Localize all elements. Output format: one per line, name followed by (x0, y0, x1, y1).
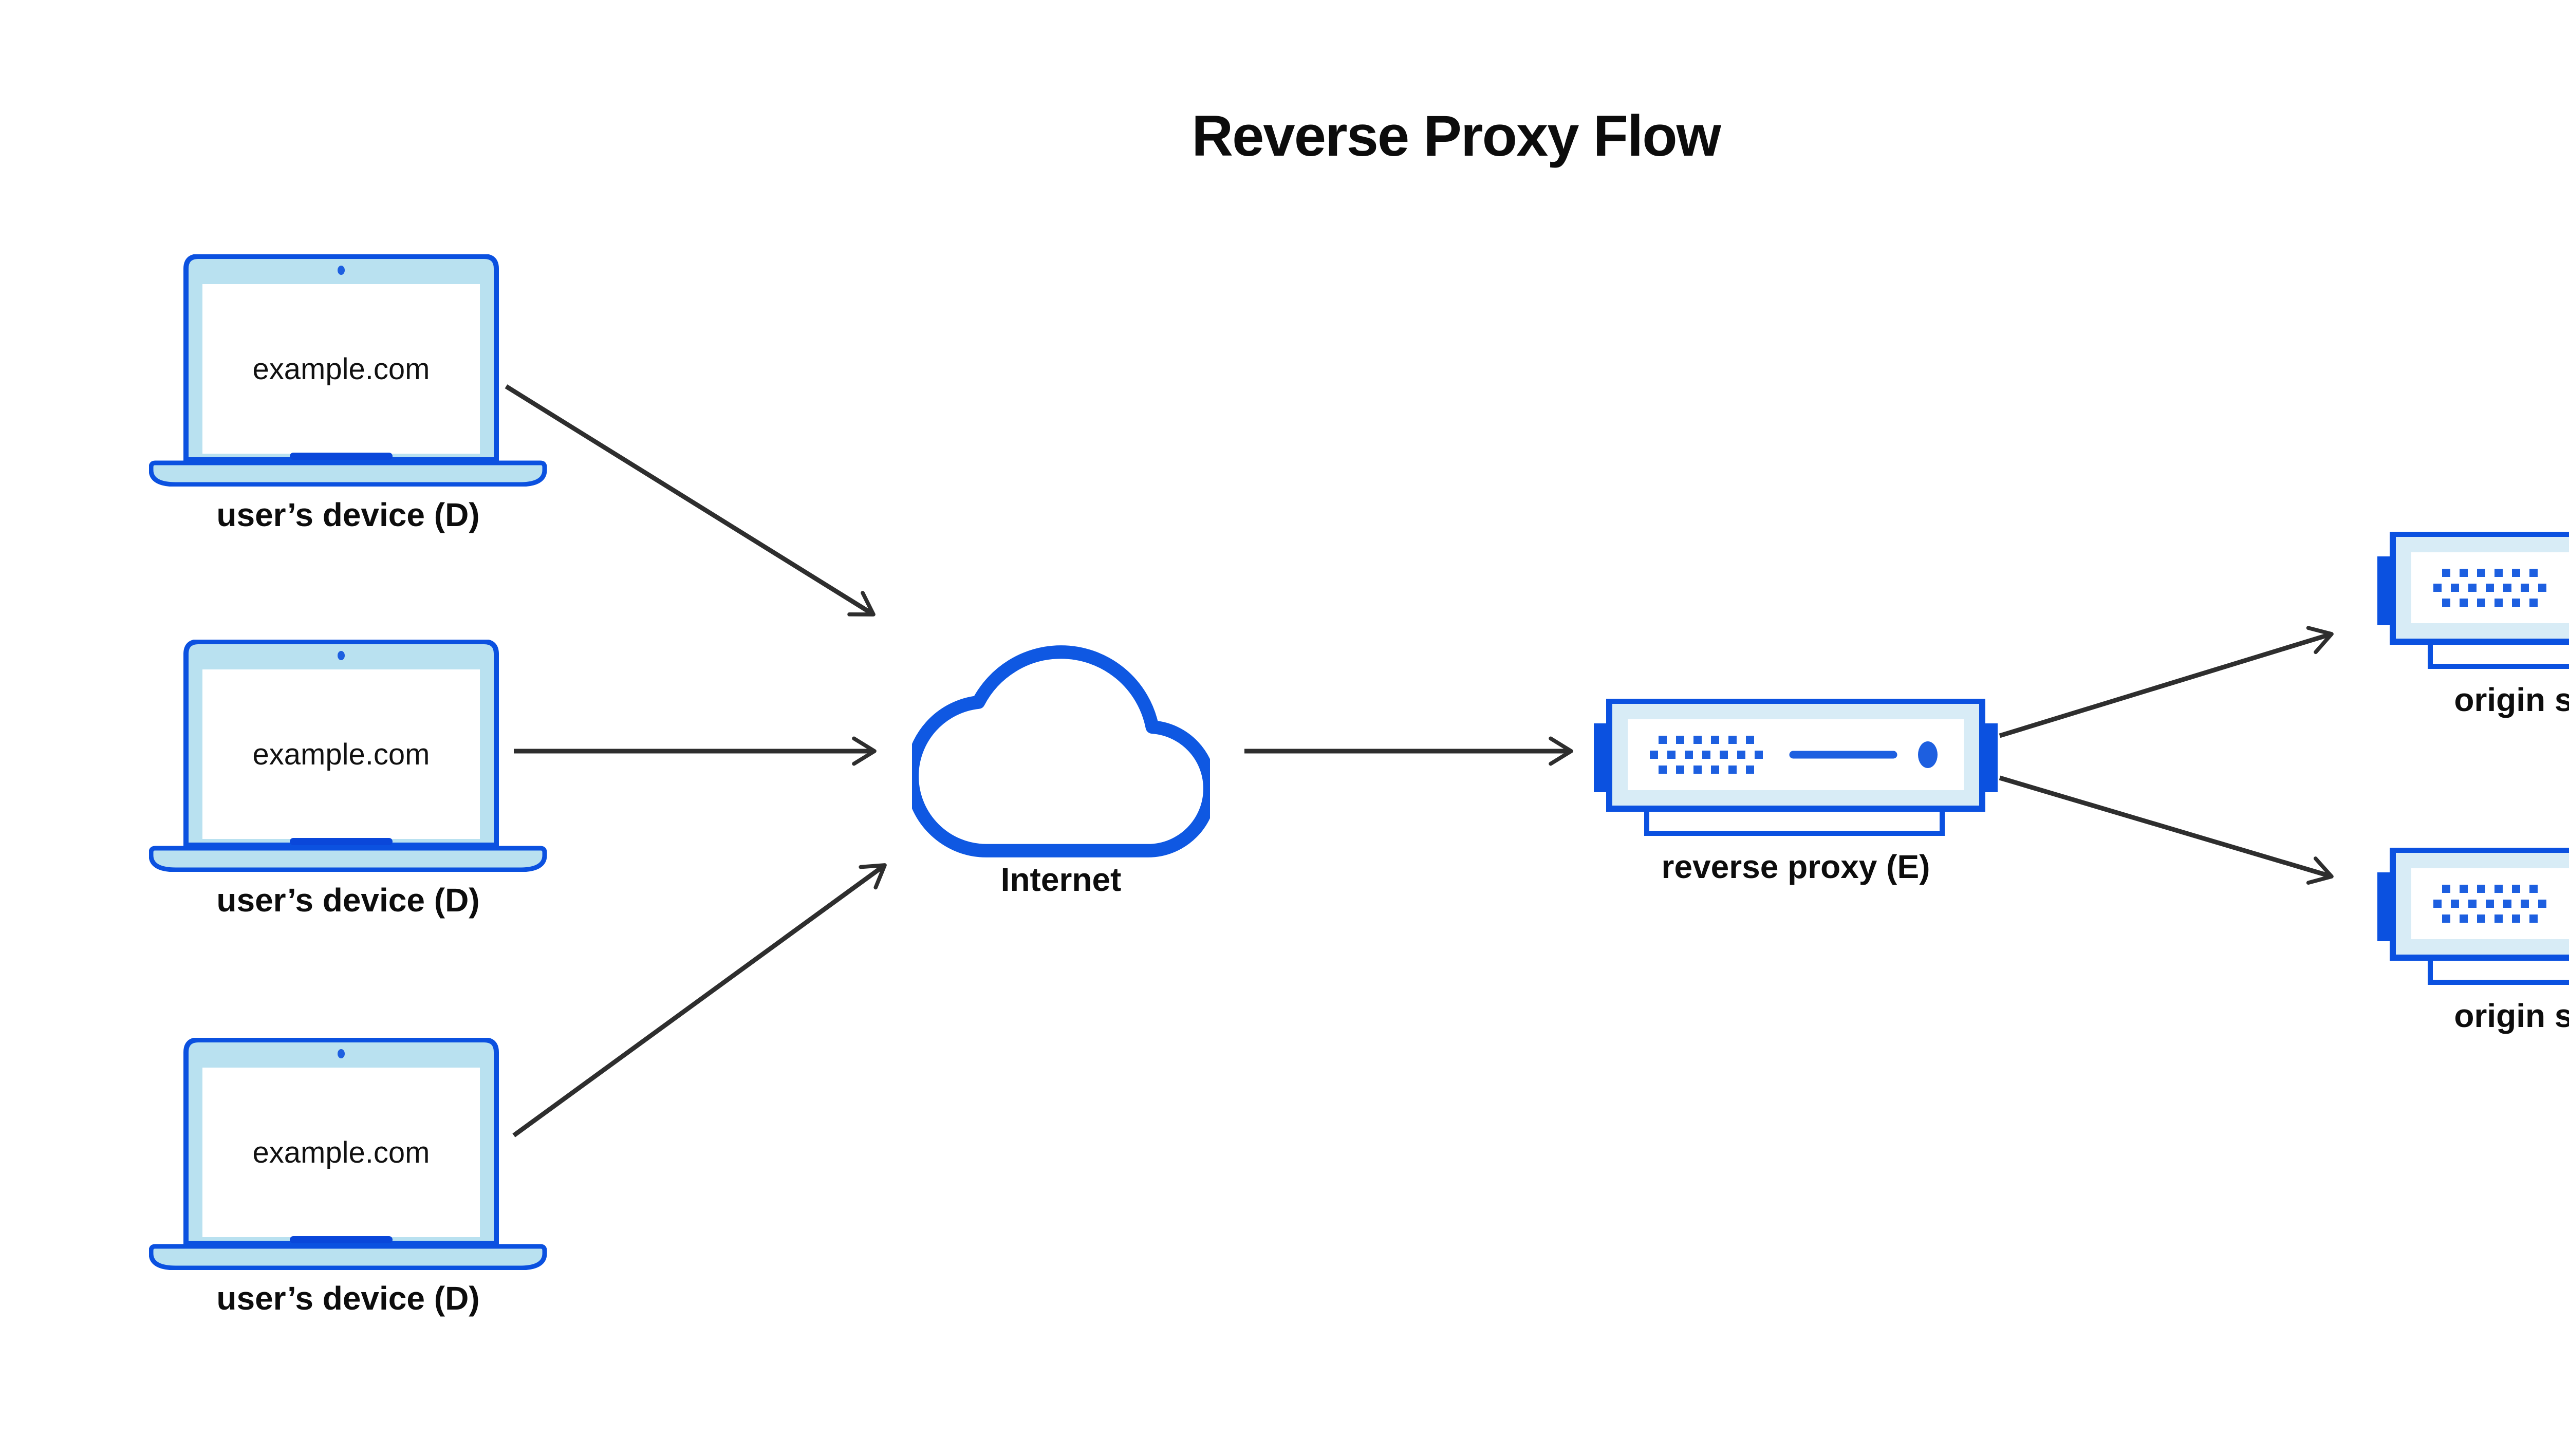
internet-label: Internet (1000, 861, 1122, 898)
server-vent-dots (1650, 736, 1763, 774)
laptop-screen (202, 284, 480, 454)
laptop-base (149, 1244, 547, 1270)
origin-server-label: origin server (F) (2454, 997, 2569, 1034)
reverse-proxy-label: reverse proxy (E) (1661, 848, 1930, 885)
laptop-hinge (290, 1236, 393, 1243)
laptop-screen (202, 1068, 480, 1237)
arrow-device3-to-internet (512, 863, 887, 1137)
laptop-camera-dot (338, 651, 345, 660)
user-device-node-1: example.com user’s device (D) (149, 254, 547, 542)
server-icon (1594, 699, 1998, 836)
cloud-icon (912, 645, 1210, 857)
laptop-screen (202, 669, 480, 839)
laptop-hinge (290, 453, 393, 460)
internet-node: Internet (912, 640, 1210, 907)
laptop-hinge (290, 838, 393, 845)
arrow-proxy-to-origin1 (1999, 626, 2334, 738)
server-icon (2377, 848, 2569, 985)
server-power-dot (1918, 741, 1938, 768)
laptop-icon (149, 640, 547, 872)
arrow-proxy-to-origin2 (1999, 775, 2334, 885)
origin-server-node-1: origin server (F) (2376, 532, 2569, 727)
device-label: user’s device (D) (216, 1280, 480, 1317)
server-vent-dots (2433, 885, 2546, 923)
server-vent-dots (2433, 569, 2546, 607)
device-label: user’s device (D) (216, 882, 480, 919)
diagram-title: Reverse Proxy Flow (1192, 104, 1721, 168)
laptop-icon (149, 254, 547, 487)
origin-server-label: origin server (F) (2454, 681, 2569, 718)
server-icon (2377, 532, 2569, 669)
arrow-device1-to-internet (505, 384, 876, 617)
laptop-base (149, 846, 547, 872)
cloud-outline (912, 645, 1210, 857)
user-device-node-2: example.com user’s device (D) (149, 640, 547, 927)
laptop-camera-dot (338, 266, 345, 275)
origin-server-node-2: origin server (F) (2376, 848, 2569, 1043)
device-screen-url: example.com (252, 1136, 430, 1169)
laptop-base (149, 460, 547, 487)
user-device-node-3: example.com user’s device (D) (149, 1038, 547, 1326)
device-screen-url: example.com (252, 352, 430, 386)
device-screen-url: example.com (252, 738, 430, 771)
laptop-camera-dot (338, 1049, 345, 1058)
reverse-proxy-node: reverse proxy (E) (1593, 699, 1999, 894)
laptop-icon (149, 1038, 547, 1270)
device-label: user’s device (D) (216, 496, 480, 533)
